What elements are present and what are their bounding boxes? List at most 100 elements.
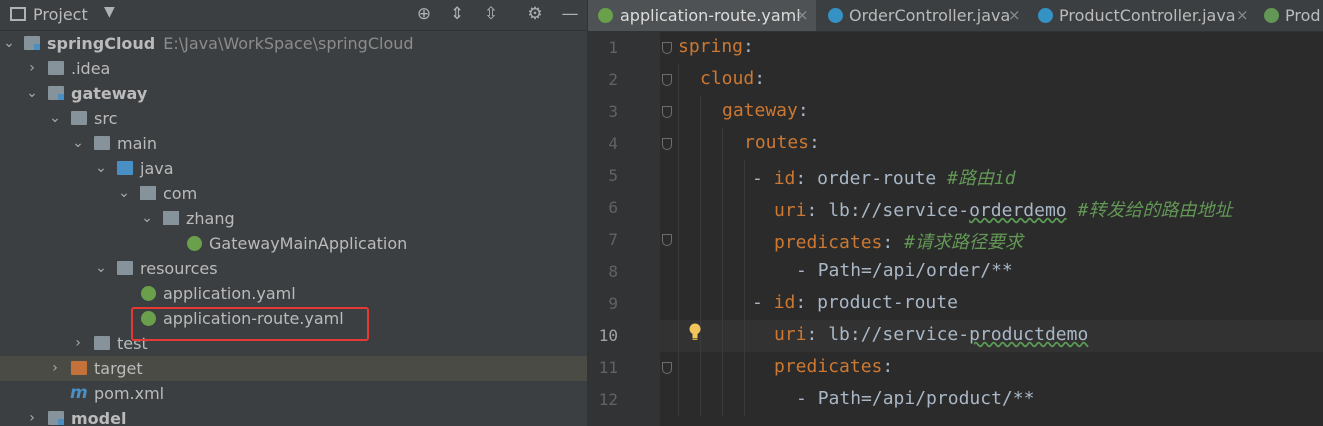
- highlight-box: [131, 307, 369, 341]
- line-number: 5: [608, 166, 618, 185]
- code-editor[interactable]: 1 spring: 2 cloud: 3 gateway: 4 routes: 5 - id: o…: [588, 32, 1323, 426]
- code-line[interactable]: cloud:: [700, 68, 765, 89]
- gear-icon[interactable]: ⚙: [527, 4, 543, 24]
- spring-boot-class-icon: [187, 236, 202, 251]
- fold-icon[interactable]: [662, 42, 672, 54]
- close-icon[interactable]: ×: [1008, 6, 1021, 24]
- line-number: 1: [608, 38, 618, 57]
- chevron-down-icon[interactable]: ⌄: [95, 260, 107, 276]
- list-dash: -: [752, 292, 774, 313]
- folder-icon: [94, 136, 110, 150]
- code-line[interactable]: predicates:: [774, 356, 893, 377]
- project-panel-header: Project ▼ ⊕ ⇕ ⇳ ⚙ —: [0, 0, 587, 31]
- tree-item-label: com: [163, 184, 198, 203]
- list-dash: -: [796, 388, 818, 409]
- tree-item-label: springCloud: [47, 34, 156, 53]
- tree-item-src[interactable]: ⌄ src: [0, 106, 587, 131]
- panel-divider[interactable]: [587, 0, 588, 426]
- chevron-right-icon[interactable]: ›: [52, 360, 58, 376]
- spring-config-icon: [141, 311, 156, 326]
- close-icon[interactable]: ×: [796, 6, 809, 24]
- line-number: 2: [608, 70, 618, 89]
- tree-item-application-route-yaml[interactable]: application-route.yaml: [0, 306, 587, 331]
- code-line[interactable]: predicates: #请求路径要求: [774, 228, 1023, 254]
- tree-item-target[interactable]: › target: [0, 356, 587, 381]
- chevron-down-icon[interactable]: ▼: [104, 4, 115, 20]
- code-line[interactable]: - id: product-route: [752, 292, 958, 313]
- code-line[interactable]: - id: order-route #路由id: [752, 164, 1016, 190]
- code-line[interactable]: uri: lb://service-productdemo: [774, 324, 1088, 345]
- tree-item-com[interactable]: ⌄ com: [0, 181, 587, 206]
- fold-icon[interactable]: [662, 234, 672, 246]
- tab-label: Prod: [1285, 6, 1321, 25]
- expand-all-icon[interactable]: ⇕: [449, 4, 465, 24]
- yaml-value: Path=/api/product/**: [817, 388, 1035, 409]
- chevron-right-icon[interactable]: ›: [29, 60, 35, 76]
- tab-label: ProductController.java: [1059, 6, 1236, 25]
- tree-item-main[interactable]: ⌄ main: [0, 131, 587, 156]
- code-line[interactable]: spring:: [678, 36, 754, 57]
- tab-prod[interactable]: Prod: [1254, 0, 1323, 31]
- yaml-key: uri: [774, 200, 807, 221]
- chevron-down-icon[interactable]: ⌄: [26, 85, 38, 101]
- yaml-value: order-route: [817, 168, 948, 189]
- chevron-right-icon[interactable]: ›: [29, 410, 35, 426]
- tree-item-zhang[interactable]: ⌄ zhang: [0, 206, 587, 231]
- tab-label: application-route.yaml: [620, 6, 801, 25]
- tree-item-test[interactable]: › test: [0, 331, 587, 356]
- yaml-value: Path=/api/order/**: [817, 260, 1013, 281]
- indent-guide: [700, 96, 701, 416]
- yaml-colon: :: [797, 100, 809, 121]
- chevron-down-icon[interactable]: ⌄: [95, 160, 107, 176]
- minimize-icon[interactable]: —: [561, 4, 579, 24]
- chevron-down-icon[interactable]: ⌄: [118, 185, 130, 201]
- yaml-colon: :: [795, 292, 818, 313]
- code-line[interactable]: uri: lb://service-orderdemo #转发给的路由地址: [774, 196, 1232, 222]
- tree-item-label: target: [94, 359, 143, 378]
- fold-icon[interactable]: [662, 106, 672, 118]
- tree-item-label: model: [71, 409, 127, 426]
- line-number: 4: [608, 134, 618, 153]
- spring-config-icon: [141, 286, 156, 301]
- tree-item-application-yaml[interactable]: application.yaml: [0, 281, 587, 306]
- tree-item-pom-xml[interactable]: m pom.xml: [0, 381, 587, 406]
- chevron-down-icon[interactable]: ⌄: [72, 135, 84, 151]
- yaml-key: id: [773, 292, 796, 313]
- close-icon[interactable]: ×: [1236, 6, 1249, 24]
- code-line[interactable]: gateway:: [722, 100, 809, 121]
- locate-icon[interactable]: ⊕: [416, 4, 432, 24]
- code-line[interactable]: - Path=/api/order/**: [796, 260, 1013, 281]
- fold-icon[interactable]: [662, 74, 672, 86]
- collapse-all-icon[interactable]: ⇳: [483, 4, 499, 24]
- project-panel-icon: [10, 7, 26, 21]
- fold-icon[interactable]: [662, 362, 672, 374]
- code-line[interactable]: routes:: [744, 132, 820, 153]
- tree-item-idea[interactable]: › .idea: [0, 56, 587, 81]
- tab-productcontroller-java[interactable]: ProductController.java ×: [1028, 0, 1252, 31]
- lightbulb-icon[interactable]: [688, 323, 702, 341]
- chevron-down-icon[interactable]: ⌄: [141, 210, 153, 226]
- tree-item-java[interactable]: ⌄ java: [0, 156, 587, 181]
- tree-item-model[interactable]: › model: [0, 406, 587, 426]
- fold-icon[interactable]: [662, 138, 672, 150]
- tree-item-resources[interactable]: ⌄ resources: [0, 256, 587, 281]
- code-line[interactable]: - Path=/api/product/**: [796, 388, 1034, 409]
- yaml-value-typo: orderdemo: [969, 200, 1067, 221]
- tab-ordercontroller-java[interactable]: OrderController.java ×: [818, 0, 1026, 31]
- yaml-colon: :: [806, 200, 829, 221]
- chevron-down-icon[interactable]: ⌄: [3, 35, 15, 51]
- tree-item-gateway[interactable]: ⌄ gateway: [0, 81, 587, 106]
- line-number: 6: [608, 198, 618, 217]
- yaml-key: uri: [774, 324, 807, 345]
- list-dash: -: [752, 168, 774, 189]
- yaml-value: lb://service-: [828, 200, 970, 221]
- tree-item-label: GatewayMainApplication: [209, 234, 408, 253]
- chevron-down-icon[interactable]: ⌄: [49, 110, 61, 126]
- line-number: 3: [608, 102, 618, 121]
- tree-item-gatewaymainapplication[interactable]: GatewayMainApplication: [0, 231, 587, 256]
- tab-application-route-yaml[interactable]: application-route.yaml ×: [588, 0, 816, 31]
- class-icon: [1038, 8, 1053, 23]
- chevron-right-icon[interactable]: ›: [75, 335, 81, 351]
- tree-item-label: java: [140, 159, 174, 178]
